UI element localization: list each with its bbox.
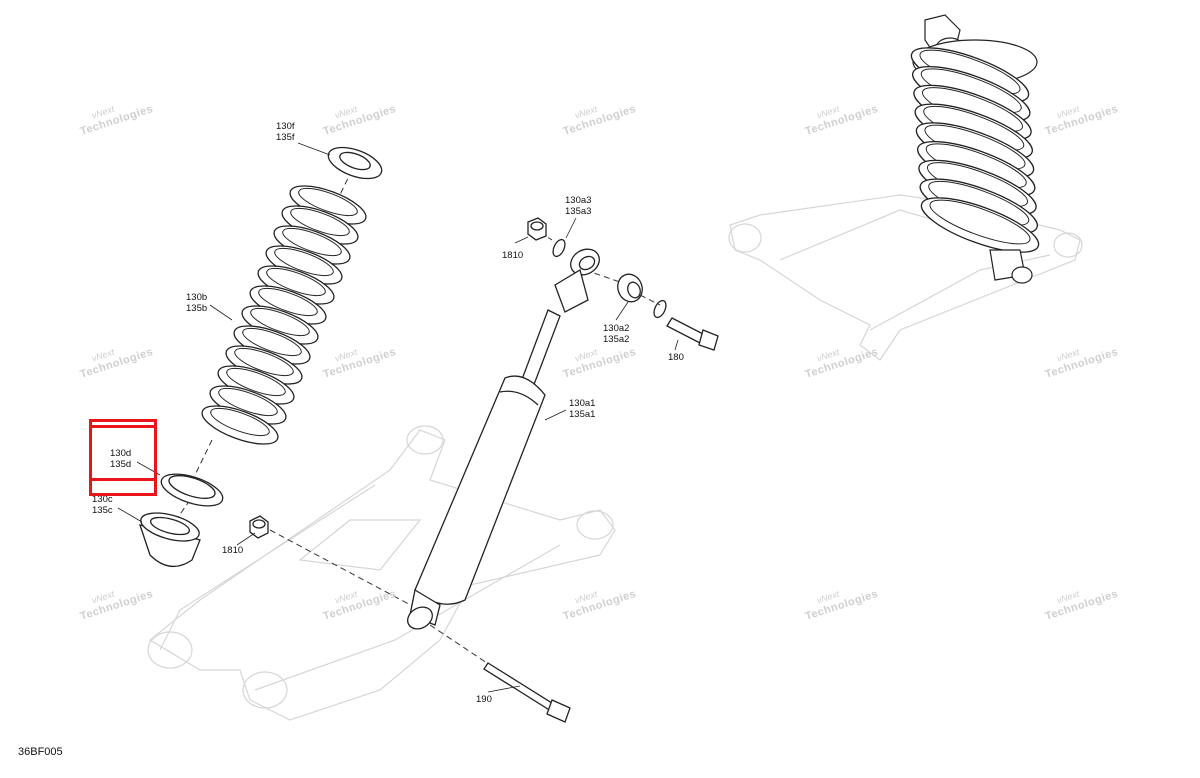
spring-coil-inner xyxy=(266,267,326,297)
circlip-right xyxy=(653,299,667,319)
highlight-box xyxy=(89,419,157,496)
callout-label: 130d xyxy=(110,448,132,459)
bushing xyxy=(617,273,643,303)
nut-1810-lower xyxy=(249,515,269,539)
highlight-divider xyxy=(89,425,157,428)
spring-coil-inner xyxy=(929,199,1031,245)
callout-label: 135a1 xyxy=(569,409,596,420)
spring-coil-inner xyxy=(298,187,358,217)
highlight-divider xyxy=(89,478,157,481)
spring-coil-inner xyxy=(258,287,318,317)
callout-180[interactable]: 180 xyxy=(668,352,684,363)
callout-label: 1810 xyxy=(502,250,524,261)
callout-label: 135f xyxy=(276,132,295,143)
spring-coil-inner xyxy=(242,327,302,357)
spring-coil-inner xyxy=(250,307,310,337)
spring-coil-inner xyxy=(210,407,270,437)
spring-coil-inner xyxy=(282,227,342,257)
spring-coil xyxy=(920,197,1040,253)
callout-label: 130c xyxy=(92,494,113,505)
callout-label: 130a3 xyxy=(565,195,592,206)
spring-coil-inner xyxy=(290,207,350,237)
spring-coil-inner xyxy=(274,247,334,277)
callout-1810-upper[interactable]: 1810 xyxy=(502,250,523,261)
bolt-190 xyxy=(483,662,571,723)
callout-label: 135a3 xyxy=(565,206,592,217)
callout-label: 135a2 xyxy=(603,334,630,345)
upper-spring-seat xyxy=(327,146,383,180)
spring-coil-inner xyxy=(226,367,286,397)
callout-label: 190 xyxy=(476,694,492,705)
circlip-upper xyxy=(552,238,566,258)
callout-label: 135d xyxy=(110,459,132,470)
callout-label: 135b xyxy=(186,303,208,314)
spring-coil xyxy=(201,405,279,445)
callout-label: 1810 xyxy=(222,545,244,556)
callout-1810-lower[interactable]: 1810 xyxy=(222,545,243,556)
callout-label: 130a1 xyxy=(569,398,596,409)
adjuster-collar xyxy=(139,512,201,567)
callout-label: 135c xyxy=(92,505,113,516)
spring-coil-inner xyxy=(218,387,278,417)
bolt-180 xyxy=(666,317,719,351)
nut-1810-upper xyxy=(527,217,547,241)
shock-absorber xyxy=(407,248,600,630)
spring-coil-inner xyxy=(234,347,294,377)
assembled-shock-spring xyxy=(910,14,1040,284)
coil-spring xyxy=(201,185,367,445)
diagram-code: 36BF005 xyxy=(18,746,63,758)
swing-arm-ghost xyxy=(147,425,616,721)
callout-label: 130f xyxy=(276,121,295,132)
leader-lines xyxy=(117,142,679,693)
callout-label: 130a2 xyxy=(603,323,630,334)
callout-190[interactable]: 190 xyxy=(476,694,492,705)
callout-label: 130b xyxy=(186,292,208,303)
lower-spring-seat xyxy=(160,473,224,507)
callout-label: 180 xyxy=(668,352,684,363)
